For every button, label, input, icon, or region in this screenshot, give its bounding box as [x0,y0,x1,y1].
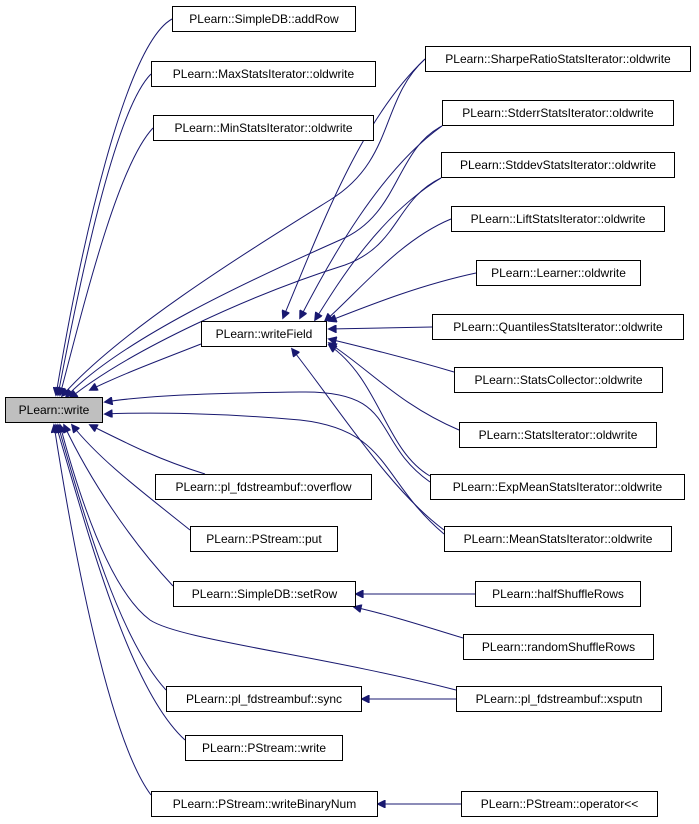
edge-statsiterator-to-writefield [329,343,460,431]
node-mean-oldwrite[interactable]: PLearn::MeanStatsIterator::oldwrite [444,526,672,552]
edge-lift-to-writefield [325,218,452,321]
node-pstream-operator[interactable]: PLearn::PStream::operator<< [461,791,658,817]
node-stderr-oldwrite[interactable]: PLearn::StderrStatsIterator::oldwrite [442,100,674,126]
node-pstream-put[interactable]: PLearn::PStream::put [190,526,338,552]
edge-stddev-to-write [70,177,442,398]
edge-expmean-to-writefield [329,345,431,477]
node-statsiterator-oldwrite[interactable]: PLearn::StatsIterator::oldwrite [459,422,657,448]
node-maxstats-oldwrite[interactable]: PLearn::MaxStatsIterator::oldwrite [151,61,376,87]
edge-minstats-to-write [60,127,154,395]
edge-stderr-to-write [66,125,443,397]
edge-stderr-to-writefield [300,125,443,318]
node-randomshufflerows[interactable]: PLearn::randomShuffleRows [463,634,654,660]
edge-mean-to-write [105,413,445,535]
edge-writefield-to-write [90,343,202,390]
edge-writebinarynum-to-write [54,425,152,796]
node-stddev-oldwrite[interactable]: PLearn::StddevStatsIterator::oldwrite [441,152,675,178]
node-pstream-write[interactable]: PLearn::PStream::write [185,735,343,761]
node-writefield[interactable]: PLearn::writeField [201,321,327,347]
edge-maxstats-to-write [58,73,152,395]
node-learner-oldwrite[interactable]: PLearn::Learner::oldwrite [476,260,641,286]
node-minstats-oldwrite[interactable]: PLearn::MinStatsIterator::oldwrite [153,115,374,141]
edge-pstreamwrite-to-write [56,425,186,741]
edge-addrow-to-write [56,18,173,395]
edge-mean-to-writefield [292,349,445,531]
edge-quantiles-to-writefield [329,327,433,329]
edge-sync-to-write [58,425,167,691]
node-fd-xsputn[interactable]: PLearn::pl_fdstreambuf::xsputn [456,686,662,712]
node-sharperatio-oldwrite[interactable]: PLearn::SharpeRatioStatsIterator::oldwri… [425,46,691,72]
edge-xsputn-to-write [60,425,457,691]
node-pstream-writebinarynum[interactable]: PLearn::PStream::writeBinaryNum [151,791,378,817]
edge-randomshuffle-to-setrow [354,607,464,639]
node-lift-oldwrite[interactable]: PLearn::LiftStatsIterator::oldwrite [451,206,665,232]
edge-stddev-to-writefield [315,177,442,320]
node-statscollector-oldwrite[interactable]: PLearn::StatsCollector::oldwrite [454,367,663,393]
edge-sharperatio-to-write [62,58,426,396]
node-write[interactable]: PLearn::write [5,397,103,423]
node-fd-sync[interactable]: PLearn::pl_fdstreambuf::sync [166,686,362,712]
edge-overflow-to-write [90,425,206,475]
node-fd-overflow[interactable]: PLearn::pl_fdstreambuf::overflow [155,474,372,500]
edge-expmean-to-write [105,391,431,483]
edge-put-to-write [72,425,191,531]
edge-sharperatio-to-writefield [283,58,426,318]
node-quantiles-oldwrite[interactable]: PLearn::QuantilesStatsIterator::oldwrite [432,314,684,340]
node-simpledb-addrow[interactable]: PLearn::SimpleDB::addRow [172,6,356,32]
edge-setrow-to-write [64,425,174,587]
node-simpledb-setrow[interactable]: PLearn::SimpleDB::setRow [173,581,356,607]
node-halfshufflerows[interactable]: PLearn::halfShuffleRows [475,581,641,607]
edge-statscollector-to-writefield [329,339,455,373]
node-expmean-oldwrite[interactable]: PLearn::ExpMeanStatsIterator::oldwrite [430,474,685,500]
edge-learner-to-writefield [329,272,477,321]
